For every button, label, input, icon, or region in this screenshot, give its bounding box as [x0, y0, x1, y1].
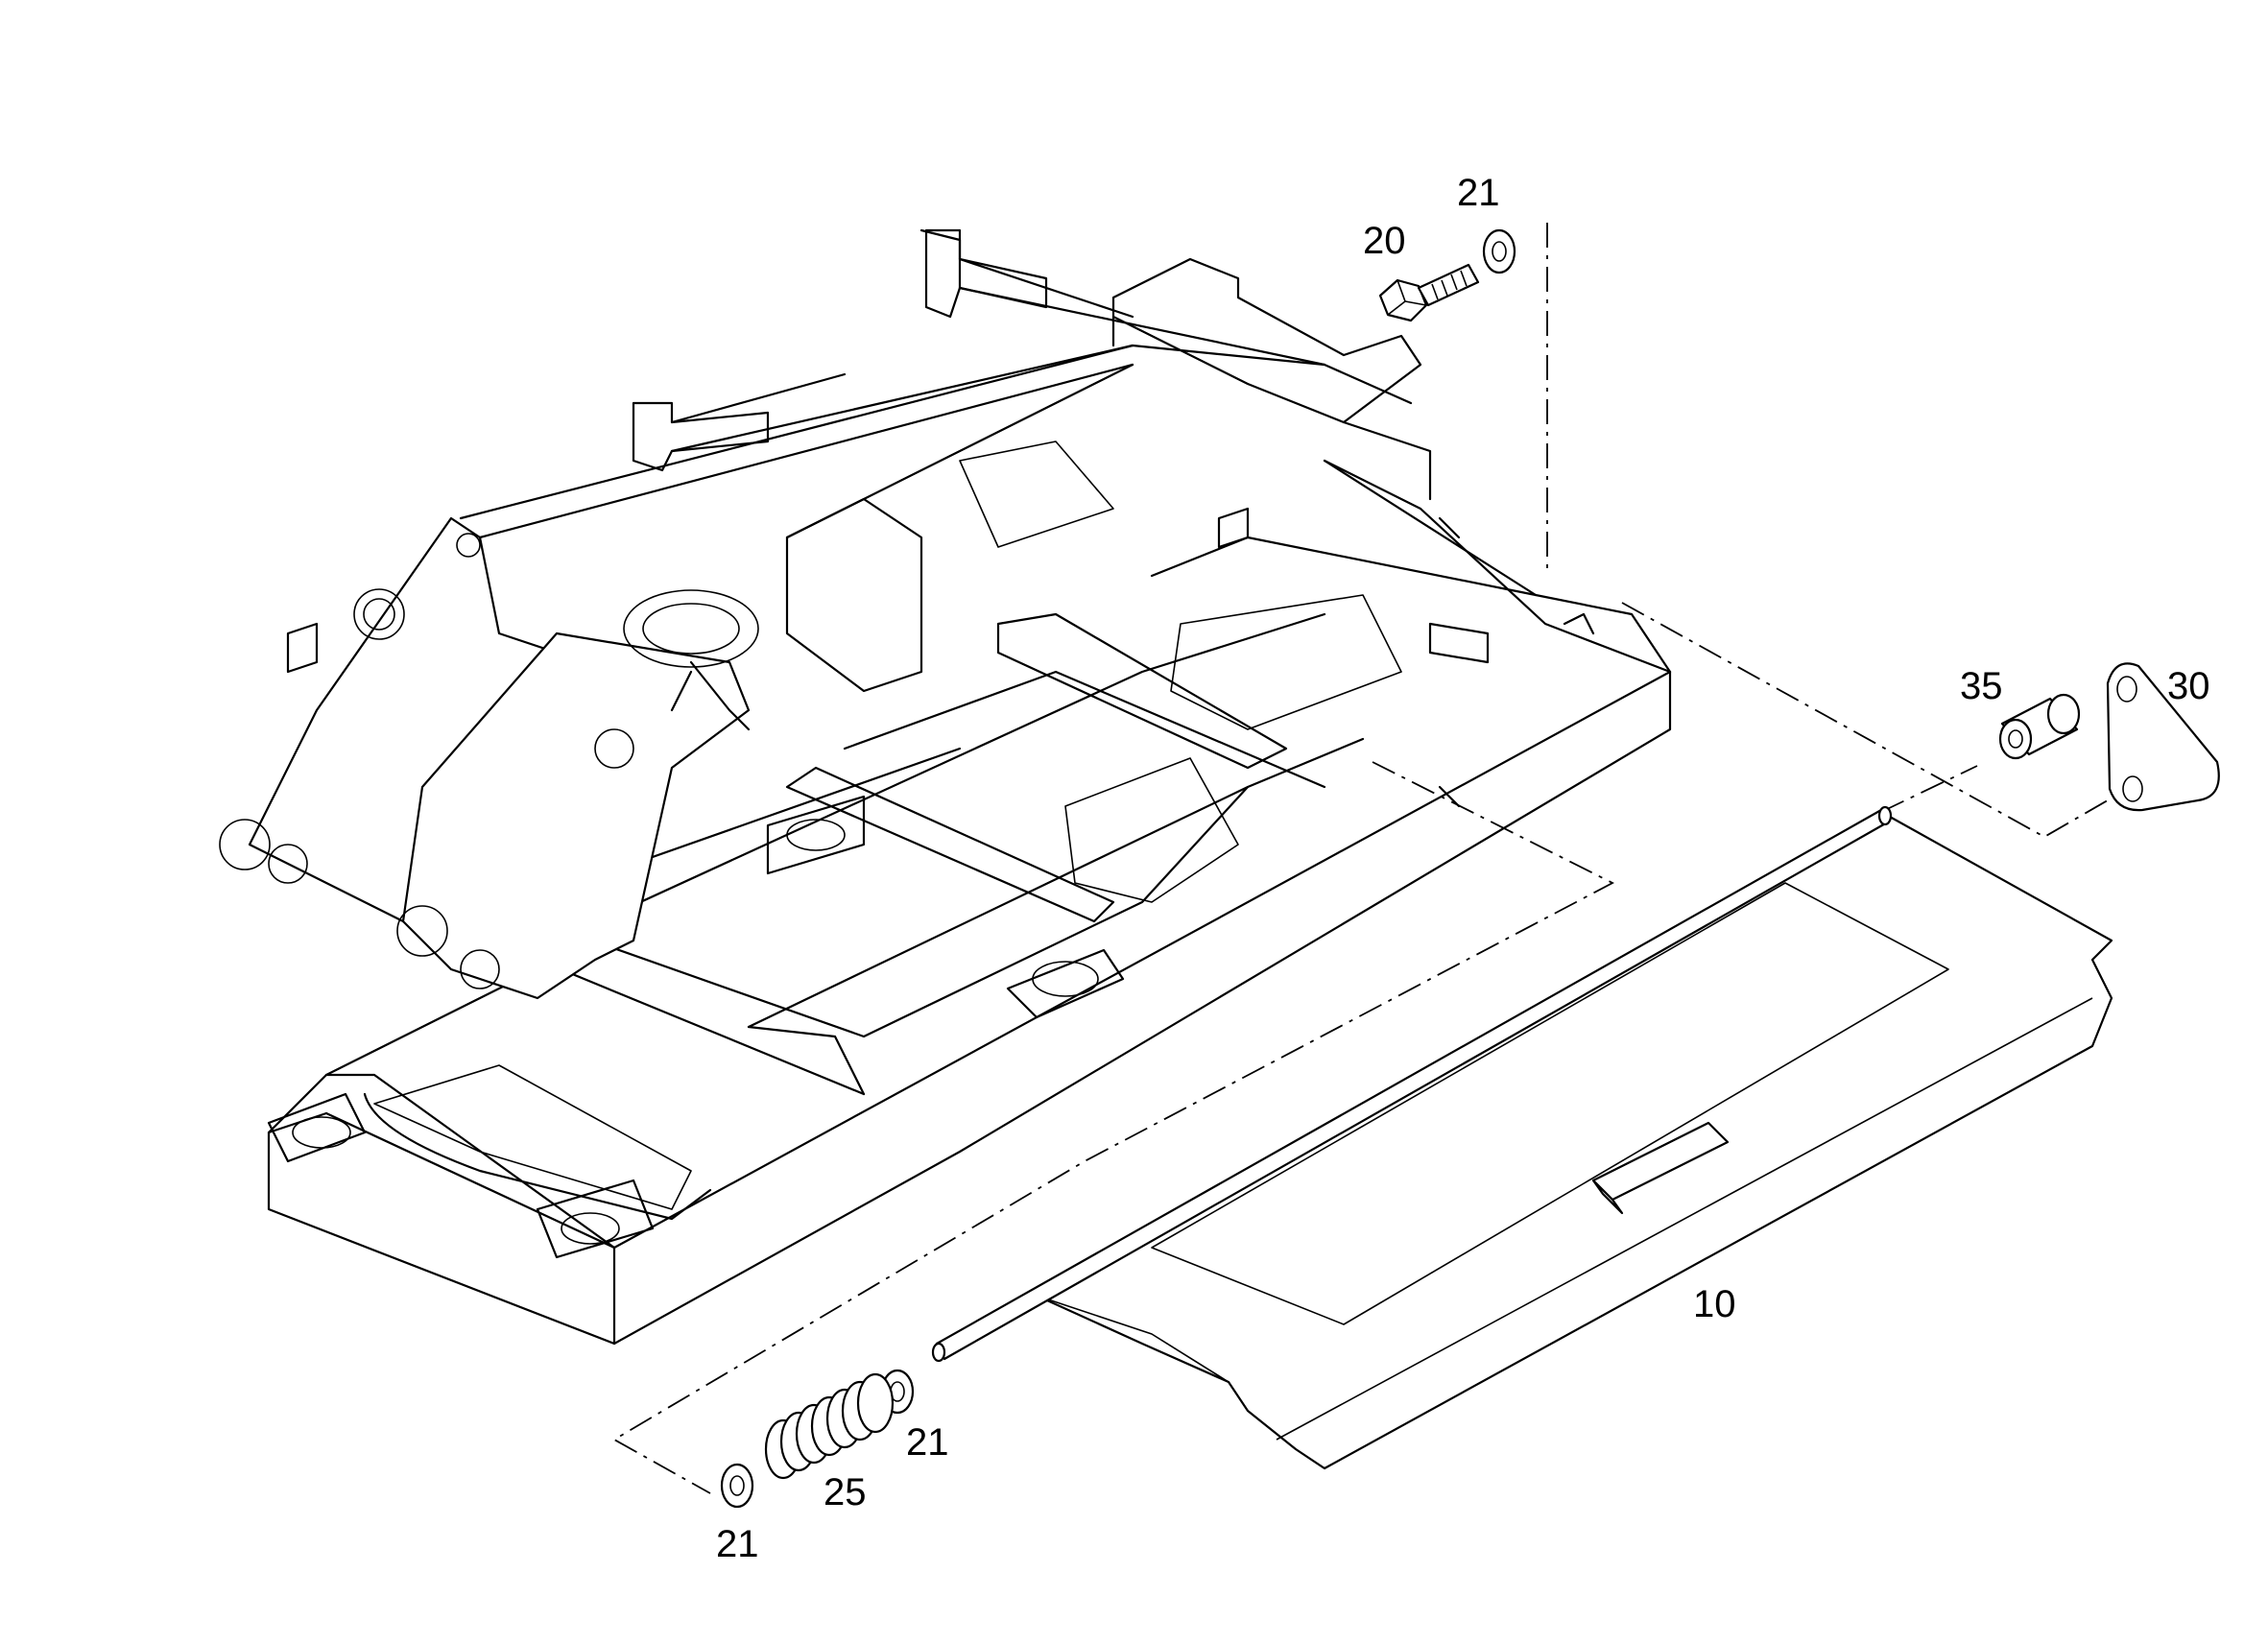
- callout-20: 20: [1363, 220, 1406, 262]
- callout-10: 10: [1693, 1283, 1736, 1325]
- part-30-link-plate: [2106, 662, 2220, 812]
- callouts: 21 20 35 30 10 21 25 21: [716, 172, 2210, 1565]
- part-35-bushing: [1998, 693, 2081, 760]
- part-25-spring: [764, 1372, 895, 1480]
- part-20-bolt: [1378, 263, 1480, 322]
- callout-21-top: 21: [1457, 172, 1500, 214]
- main-frame: [219, 228, 1672, 1346]
- part-10-cover-plate: [931, 805, 2113, 1470]
- callout-35: 35: [1960, 665, 2003, 707]
- callout-25: 25: [824, 1471, 867, 1513]
- callout-21-middle: 21: [906, 1421, 949, 1464]
- callout-30: 30: [2167, 665, 2210, 707]
- callout-21-bottom: 21: [716, 1523, 759, 1565]
- center-lines: [612, 223, 2132, 1494]
